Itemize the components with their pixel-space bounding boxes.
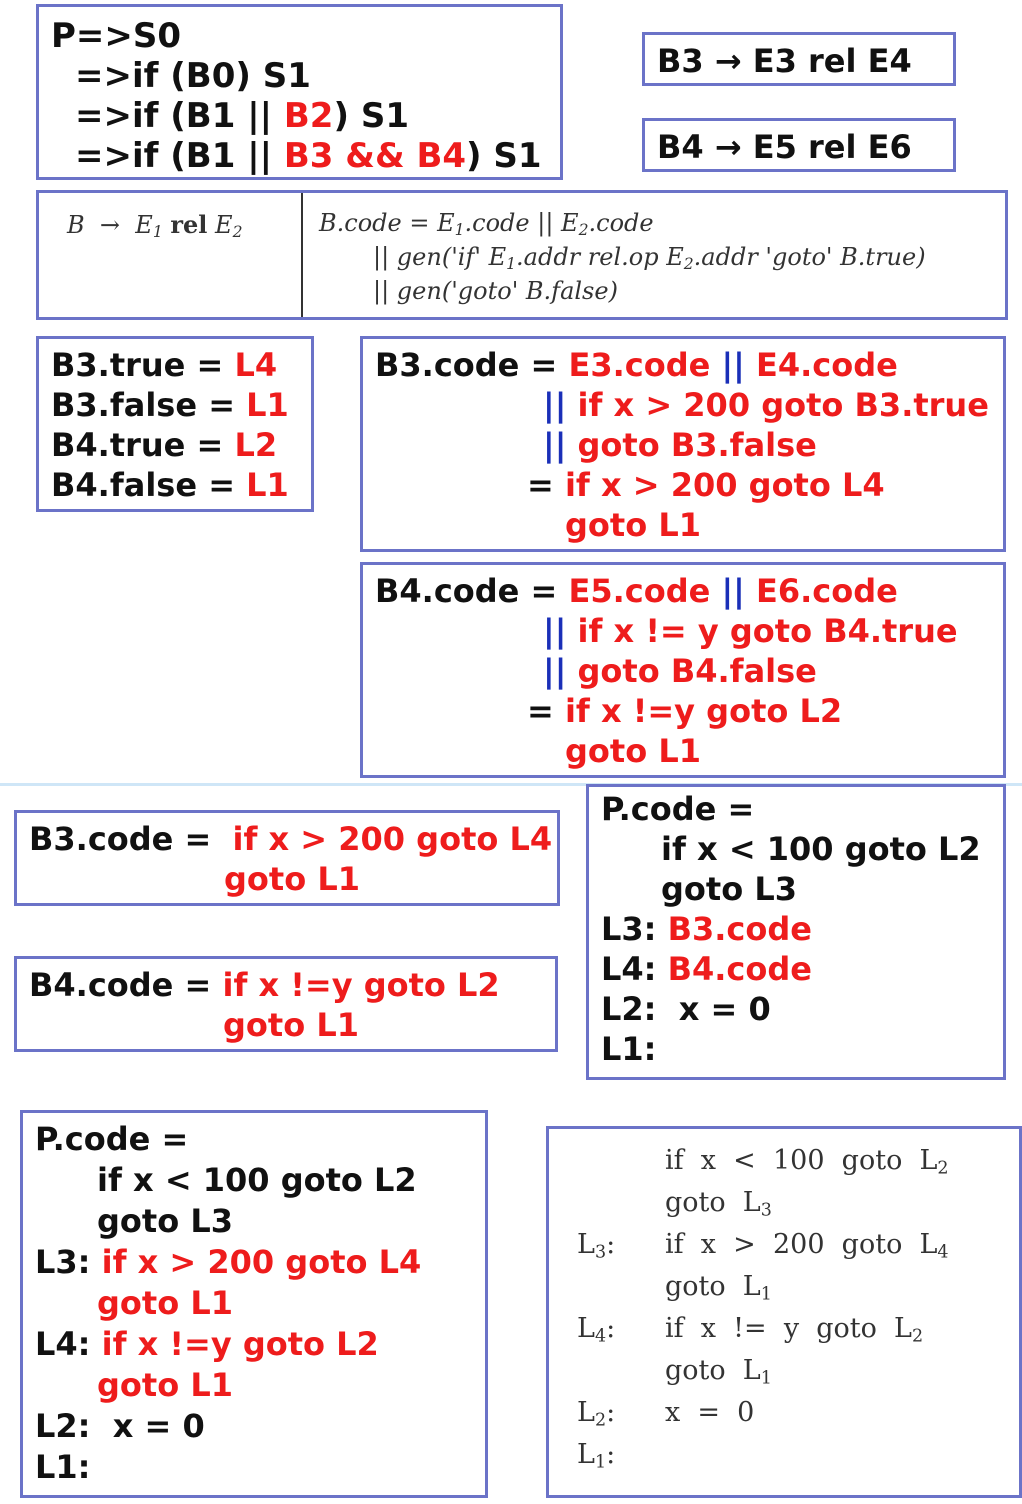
pcode2-line-1: P.code = (35, 1120, 189, 1158)
final-label-l1: L1: (577, 1439, 616, 1473)
rule-b3-text: B3 → E3 rel E4 (657, 42, 912, 80)
pcode-box-2: P.code = if x < 100 goto L2 goto L3 L3: … (20, 1110, 488, 1498)
pcode1-line-7: L1: (601, 1030, 657, 1068)
b3-code-line-3: || goto B3.false (543, 426, 817, 464)
pcode1-line-3: goto L3 (661, 870, 797, 908)
sdd-box: B → E1 rel E2 B.code = E1.code || E2.cod… (36, 190, 1008, 320)
b4-code-line-1: B4.code = E5.code || E6.code (375, 572, 898, 610)
pcode2-line-6: L4: if x !=y goto L2 (35, 1325, 379, 1363)
grammar-line-2: =>if (B1 || B2) S1 (75, 96, 409, 136)
b4-code-line-4: = if x !=y goto L2 (527, 692, 843, 730)
sdd-production: B → E1 rel E2 (67, 210, 243, 241)
final-label-l3: L3: (577, 1229, 616, 1263)
b3-code-line-2: || if x > 200 goto B3.true (543, 386, 989, 424)
b4-true-line: B4.true = L2 (51, 426, 278, 464)
rule-b4-box: B4 → E5 rel E6 (642, 118, 956, 172)
pcode1-line-5: L4: B4.code (601, 950, 812, 988)
pcode2-line-8: L2: x = 0 (35, 1407, 205, 1445)
pcode1-line-2: if x < 100 goto L2 (661, 830, 981, 868)
pcode2-line-4: L3: if x > 200 goto L4 (35, 1243, 422, 1281)
grammar-line-3: =>if (B1 || B3 && B4) S1 (75, 136, 542, 176)
pcode1-line-6: L2: x = 0 (601, 990, 771, 1028)
final-line-5: if x != y goto L2 (665, 1313, 924, 1347)
pcode-box-1: P.code = if x < 100 goto L2 goto L3 L3: … (586, 784, 1006, 1080)
pcode2-line-2: if x < 100 goto L2 (97, 1161, 417, 1199)
b3-code-box: B3.code = E3.code || E4.code || if x > 2… (360, 336, 1006, 552)
grammar-box: P=>S0 =>if (B0) S1 =>if (B1 || B2) S1 =>… (36, 4, 563, 180)
pcode2-line-9: L1: (35, 1448, 91, 1486)
sdd-line-3: || gen('goto' B.false) (373, 277, 618, 305)
final-code-box: if x < 100 goto L2 goto L3 L3: if x > 20… (546, 1126, 1022, 1498)
rule-b3-box: B3 → E3 rel E4 (642, 32, 956, 86)
final-label-l2: L2: (577, 1397, 616, 1431)
pcode2-line-3: goto L3 (97, 1202, 233, 1240)
section-divider (0, 783, 1022, 786)
final-line-6: goto L1 (665, 1355, 772, 1389)
grammar-line-0: P=>S0 (51, 16, 182, 56)
b4-false-line: B4.false = L1 (51, 466, 289, 504)
pcode1-line-1: P.code = (601, 790, 755, 828)
sdd-line-1: B.code = E1.code || E2.code (319, 209, 654, 239)
final-label-l4: L4: (577, 1313, 616, 1347)
b4-short-box: B4.code = if x !=y goto L2 goto L1 (14, 956, 558, 1052)
b4-code-line-3: || goto B4.false (543, 652, 817, 690)
b3-short-line-2: goto L1 (224, 860, 360, 898)
final-line-1: if x < 100 goto L2 (665, 1145, 949, 1179)
b3-false-line: B3.false = L1 (51, 386, 289, 424)
b4-code-line-5: goto L1 (565, 732, 701, 770)
b4-code-box: B4.code = E5.code || E6.code || if x != … (360, 562, 1006, 778)
b4-short-line-2: goto L1 (223, 1006, 359, 1044)
final-line-3: if x > 200 goto L4 (665, 1229, 949, 1263)
b3-true-line: B3.true = L4 (51, 346, 278, 384)
final-line-4: goto L1 (665, 1271, 772, 1305)
b3-short-box: B3.code = if x > 200 goto L4 goto L1 (14, 810, 560, 906)
pcode2-line-5: goto L1 (97, 1284, 233, 1322)
b3-short-head: B3.code = if x > 200 goto L4 (29, 820, 553, 858)
pcode2-line-7: goto L1 (97, 1366, 233, 1404)
b3-code-line-1: B3.code = E3.code || E4.code (375, 346, 898, 384)
b4-code-line-2: || if x != y goto B4.true (543, 612, 958, 650)
labels-box: B3.true = L4 B3.false = L1 B4.true = L2 … (36, 336, 314, 512)
pcode1-line-4: L3: B3.code (601, 910, 812, 948)
sdd-line-2: || gen('if' E1.addr rel.op E2.addr 'goto… (373, 243, 926, 273)
final-line-2: goto L3 (665, 1187, 772, 1221)
b3-code-line-5: goto L1 (565, 506, 701, 544)
b4-short-head: B4.code = if x !=y goto L2 (29, 966, 500, 1004)
b3-code-line-4: = if x > 200 goto L4 (527, 466, 885, 504)
grammar-line-1: =>if (B0) S1 (75, 56, 311, 96)
final-line-7: x = 0 (665, 1397, 755, 1428)
sdd-separator (301, 193, 303, 317)
rule-b4-text: B4 → E5 rel E6 (657, 128, 912, 166)
